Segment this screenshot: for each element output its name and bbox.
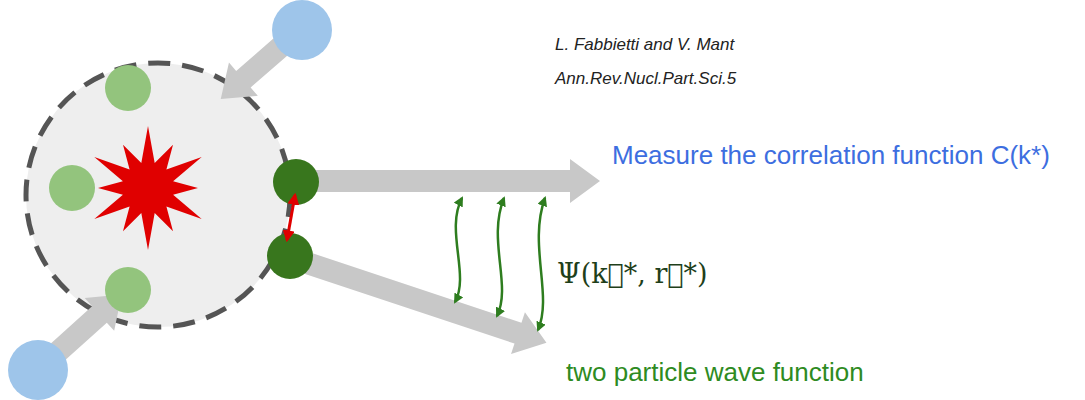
interaction-curve [455, 198, 462, 302]
beam-particle [272, 0, 332, 60]
citation-text: Ann.Rev.Nucl.Part.Sci.5 [555, 68, 736, 90]
wave-function-text: two particle wave function [566, 356, 864, 388]
produced-particle [105, 267, 151, 313]
citation-text: L. Fabbietti and V. Mant [555, 34, 734, 56]
produced-particle [105, 65, 151, 111]
interaction-curve [497, 198, 504, 316]
measure-text: Measure the correlation function C(k*) [612, 138, 1050, 172]
outgoing-arrow [300, 159, 600, 203]
beam-particle [8, 340, 68, 400]
collision-star [94, 126, 201, 250]
produced-particle [49, 165, 95, 211]
interaction-arrow [287, 195, 295, 240]
outgoing-arrow [288, 238, 553, 363]
source-region [26, 63, 290, 327]
pair-particle [267, 233, 313, 279]
interaction-curve [538, 198, 545, 330]
wave-function-formula: Ψ(k⃗*, r⃗*) [557, 256, 708, 292]
pair-particle [273, 159, 319, 205]
